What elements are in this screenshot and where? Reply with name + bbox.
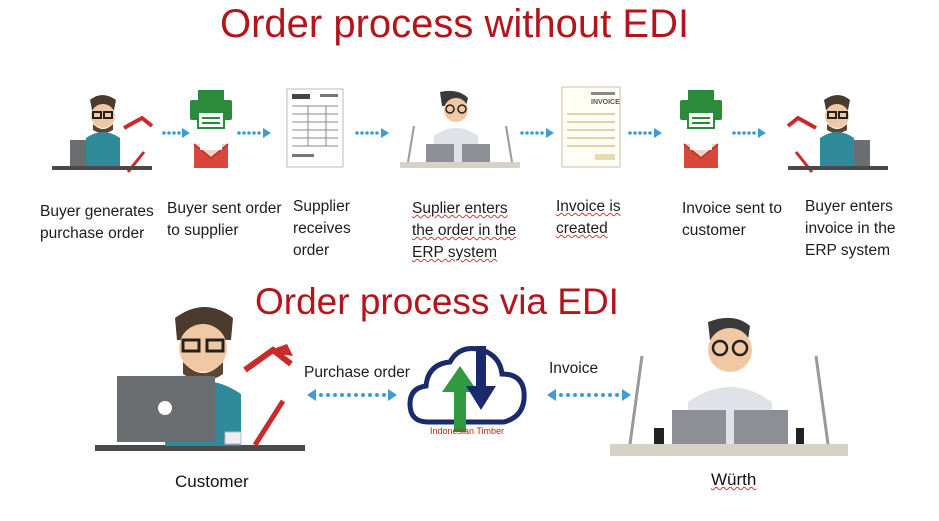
step-label-4: Suplier enters the order in the ERP syst… [412, 198, 532, 264]
cloud-exchange-icon [407, 346, 527, 432]
invoice-double-arrow [547, 389, 631, 401]
buyer-left-icon [52, 95, 154, 173]
flow-arrow-5 [628, 128, 662, 138]
flow-arrow-3 [355, 128, 389, 138]
invoice-label: Invoice [549, 360, 599, 377]
supplier-label: Würth [711, 470, 756, 490]
supplier-illustration-icon [610, 317, 848, 456]
title-via-edi: Order process via EDI [255, 281, 619, 322]
customer-label: Customer [175, 472, 249, 491]
title-without-edi: Order process without EDI [220, 2, 690, 46]
buyer-right-icon [786, 95, 888, 173]
step-label-7: Buyer enters invoice in the ERP system [805, 198, 896, 259]
invoice-document-icon: INVOICE [561, 86, 621, 168]
step-label-5: Invoice is created [556, 196, 636, 240]
flow-arrow-1 [162, 128, 190, 138]
order-document-icon [286, 88, 344, 168]
customer-illustration-icon [95, 307, 305, 451]
flow-arrow-4 [520, 128, 554, 138]
printer-envelope-icon [190, 90, 232, 168]
flow-arrow-2 [237, 128, 271, 138]
step-label-2: Buyer sent order to supplier [167, 200, 282, 239]
printer-envelope-icon-2 [680, 90, 722, 168]
step-label-4-text: Suplier enters the order in the ERP syst… [412, 200, 517, 261]
step-label-5-text: Invoice is created [556, 198, 621, 237]
supplier-label-text: Würth [711, 470, 757, 489]
step-label-1: Buyer generates purchase order [40, 203, 154, 242]
step-label-6: Invoice sent to customer [682, 200, 782, 239]
purchase-order-label: Purchase order [304, 364, 410, 381]
flow-arrow-6 [732, 128, 766, 138]
purchase-order-double-arrow [307, 389, 397, 401]
step-label-3: Supplier receives order [293, 198, 351, 259]
svg-text:INVOICE: INVOICE [591, 99, 620, 106]
supplier-at-desk-icon [400, 90, 520, 168]
cloud-caption: Indonesian Timber [430, 426, 505, 436]
